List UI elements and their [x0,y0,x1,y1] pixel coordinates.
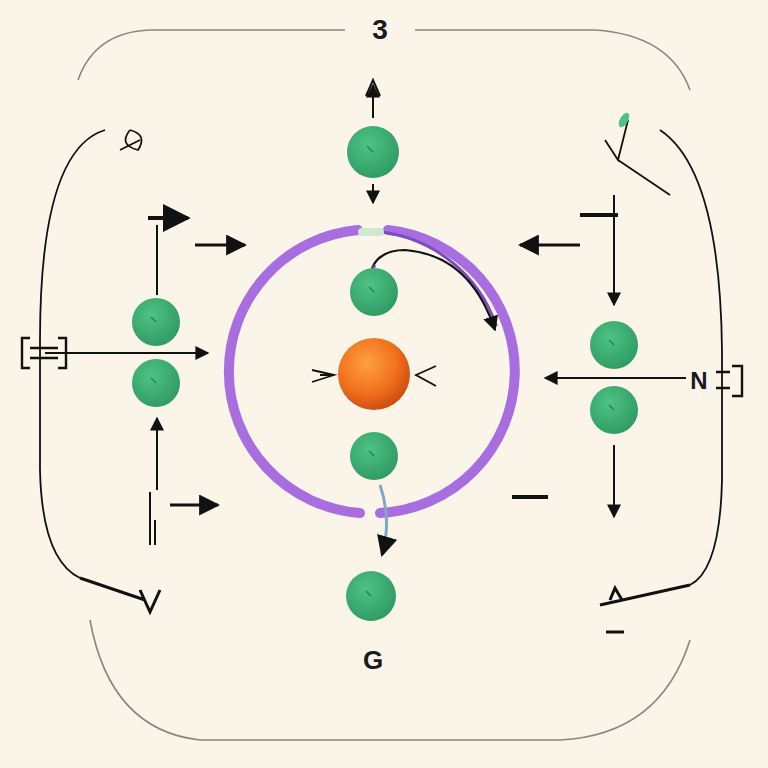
arrows [45,80,686,545]
orbit-ring [229,230,515,513]
diagram-letter: G [361,646,385,674]
callout-number: 3 [370,15,390,45]
side-curves [40,120,722,632]
diagram-letter: N [688,368,709,394]
nucleus [338,338,410,410]
outer-frame [78,30,690,740]
electrons [132,126,638,621]
bracket-symbol [22,338,742,396]
